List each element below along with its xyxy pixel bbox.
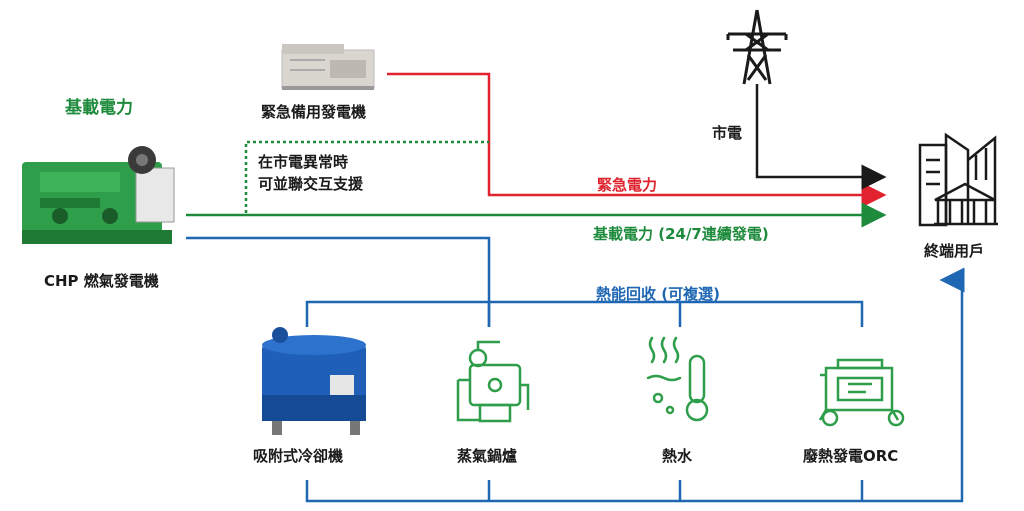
transmission-tower-icon — [726, 9, 788, 85]
heat-recovery-line — [186, 236, 491, 327]
waste-heat-orc-label: 廢熱發電ORC — [803, 447, 899, 465]
emergency-generator-label: 緊急備用發電機 — [261, 103, 367, 121]
hot-water-icon — [646, 336, 709, 422]
base-power-title: 基載電力 — [65, 98, 133, 118]
absorption-chiller-icon — [262, 327, 366, 435]
orc-generator-icon — [818, 358, 905, 427]
base-power-247-label: 基載電力 (24/7連續發電) — [593, 225, 769, 243]
city-power-label: 市電 — [712, 124, 743, 142]
steam-boiler-label: 蒸氣鍋爐 — [457, 447, 518, 465]
end-user-label: 終端用戶 — [924, 242, 985, 260]
heat-distribution-bar — [305, 300, 864, 327]
absorption-chiller-label: 吸附式冷卻機 — [253, 447, 344, 465]
grid-abnormal-line2: 可並聯交互支援 — [258, 175, 364, 193]
chp-generator-label: CHP 燃氣發電機 — [44, 272, 159, 290]
emergency-power-label: 緊急電力 — [597, 176, 658, 194]
emergency-generator-icon — [281, 44, 375, 90]
heat-recovery-label: 熱能回收 (可複選) — [596, 285, 720, 303]
grid-abnormal-line1: 在市電異常時 — [258, 153, 349, 171]
city-power-line — [755, 84, 887, 190]
heat-return-line — [305, 267, 965, 503]
steam-boiler-icon — [456, 340, 530, 423]
hot-water-label: 熱水 — [662, 447, 693, 465]
building-icon — [918, 132, 998, 227]
emergency-power-line — [387, 72, 887, 208]
chp-generator-icon — [22, 146, 175, 244]
